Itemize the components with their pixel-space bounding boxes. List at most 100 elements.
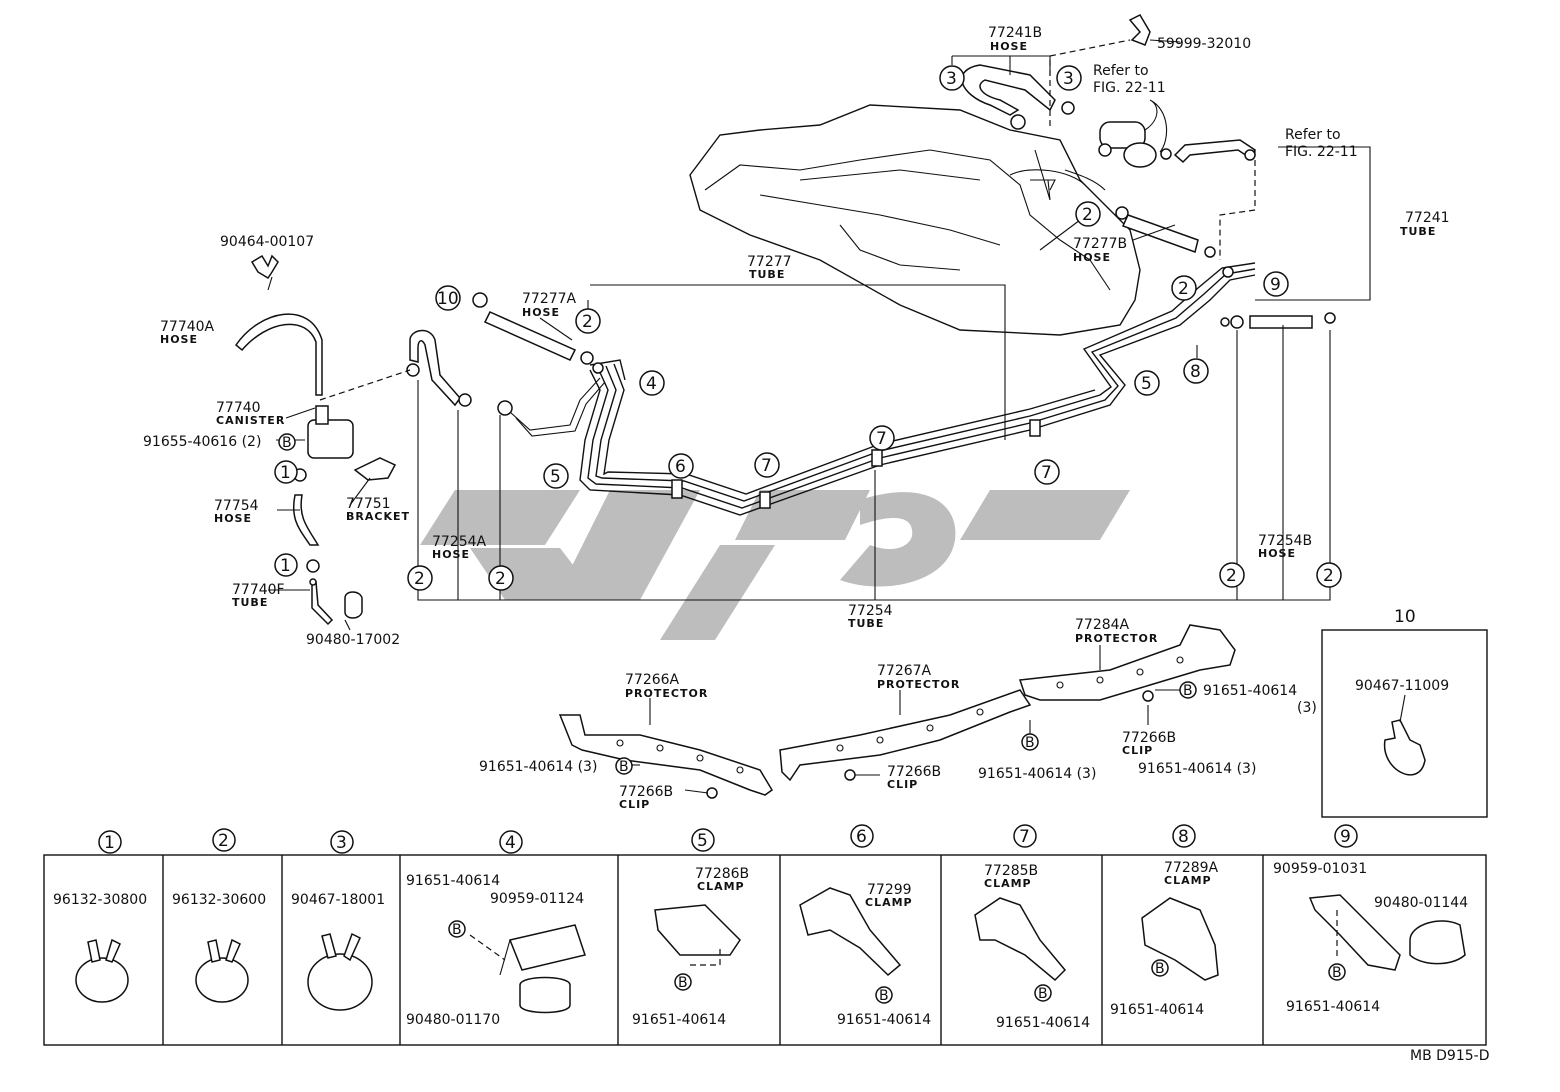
protector-77284a-type: PROTECTOR [1075, 632, 1158, 645]
table-part-drawings [75, 887, 1466, 1014]
cell7-bolt: 91651-40614 [996, 1015, 1090, 1031]
bolt-a-qty: (3) [1297, 700, 1317, 716]
protector-77267a-number: 77267A [877, 663, 932, 679]
tube-77254-number: 77254 [848, 603, 893, 619]
table-header-6: 6 [856, 827, 867, 847]
diagram-callouts: 3 3 2 2 9 8 5 10 2 4 5 6 7 7 7 1 1 2 2 2… [274, 65, 1417, 628]
protector-labels: 77284A PROTECTOR 77267A PROTECTOR 77266A… [479, 617, 1317, 811]
table-header-5: 5 [697, 831, 708, 851]
table-header-9: 9 [1340, 827, 1351, 847]
canister-number: 77740 [216, 400, 261, 416]
clip-90464-label: 90464-00107 [220, 234, 314, 250]
bolt-b-label: 91651-40614 (3) [479, 759, 597, 775]
callout-2-right-b: 2 [1323, 566, 1334, 586]
tube-77254-type: TUBE [848, 617, 884, 630]
callout-5-right: 5 [1141, 374, 1152, 394]
table-header-1: 1 [104, 833, 115, 853]
protector-77266a-number: 77266A [625, 672, 680, 688]
parts-table-frame [43, 854, 1487, 1046]
callout-10: 10 [437, 289, 459, 309]
hose-77754-number: 77754 [214, 498, 259, 514]
top-labels: 77241B HOSE 59999-32010 Refer to FIG. 22… [143, 25, 1450, 648]
callout-3-right: 3 [1063, 69, 1074, 89]
callout-8: 8 [1190, 362, 1201, 382]
callout-5-left: 5 [550, 467, 561, 487]
tube-77740f-type: TUBE [232, 596, 268, 609]
callout-9: 9 [1270, 275, 1281, 295]
b-callout-protector-a: B [619, 759, 629, 775]
clip-b-type: CLIP [619, 798, 650, 811]
hose-77241b-type: HOSE [990, 40, 1028, 53]
callout-2-pump: 2 [1178, 279, 1189, 299]
hose-77277a-type: HOSE [522, 306, 560, 319]
bundle-clamp-7a-part [759, 491, 771, 509]
callout-1-lower: 1 [280, 556, 291, 576]
hose-77254b-type: HOSE [1258, 547, 1296, 560]
cell4-bolt: 91651-40614 [406, 873, 500, 889]
callout-1-upper: 1 [280, 463, 291, 483]
fuel-tank [689, 104, 1141, 336]
cell4-grommet: 90480-01170 [406, 1012, 500, 1028]
hose-77754-type: HOSE [214, 512, 252, 525]
protectors [558, 624, 1236, 799]
canister-assembly [234, 254, 397, 626]
cell9-bracket: 90959-01031 [1273, 861, 1367, 877]
hose-77254a-number: 77254A [432, 534, 487, 550]
hose-77277b-number: 77277B [1073, 236, 1127, 252]
hose-77254b-number: 77254B [1258, 533, 1312, 549]
main-tube-bundle [579, 262, 1256, 516]
b-callout-protector-c: B [1183, 683, 1193, 699]
watermark-logo [420, 490, 1130, 640]
callout-3-left: 3 [946, 69, 957, 89]
tube-77241-number: 77241 [1405, 210, 1450, 226]
callout-4: 4 [646, 374, 657, 394]
bundle-clamp-6-part [671, 479, 683, 499]
b-callout-cell6: B [879, 988, 889, 1004]
callout-7-c: 7 [1041, 463, 1052, 483]
b-callout-protector-b: B [1025, 735, 1035, 751]
hose-77740a-number: 77740A [160, 319, 215, 335]
cell7-clamp-type: CLAMP [984, 877, 1032, 890]
cell6-clamp-type: CLAMP [865, 896, 913, 909]
b-callout-cell8: B [1155, 961, 1165, 977]
cell8-clamp-type: CLAMP [1164, 874, 1212, 887]
protector-77284a-number: 77284A [1075, 617, 1130, 633]
cell3-part: 90467-18001 [291, 892, 385, 908]
tube-77277-type: TUBE [749, 268, 785, 281]
clip-c-number: 77266B [887, 764, 941, 780]
callout-7-a: 7 [761, 456, 772, 476]
callout-6: 6 [675, 457, 686, 477]
protector-77266a-type: PROTECTOR [625, 687, 708, 700]
table-cell-labels: 96132-30800 96132-30600 90467-18001 9165… [53, 860, 1468, 1031]
canister-type: CANISTER [216, 414, 285, 427]
hose-77277a-number: 77277A [522, 291, 577, 307]
ref10-number: 10 [1394, 607, 1416, 627]
hose-77241b-number: 77241B [988, 25, 1042, 41]
cell5-clamp-number: 77286B [695, 866, 749, 882]
bolt-d-label: 91651-40614 (3) [1138, 761, 1256, 777]
top-components [961, 14, 1336, 329]
callout-2-tank: 2 [1082, 205, 1093, 225]
cell2-part: 96132-30600 [172, 892, 266, 908]
callout-2-left-b: 2 [495, 569, 506, 589]
cell6-bolt: 91651-40614 [837, 1012, 931, 1028]
bolt-c-label: 91651-40614 (3) [978, 766, 1096, 782]
clip-59999-label: 59999-32010 [1157, 36, 1251, 52]
table-header-3: 3 [336, 833, 347, 853]
tube-77277-number: 77277 [747, 254, 792, 270]
cell8-clamp-number: 77289A [1164, 860, 1219, 876]
b-callout-cell4: B [452, 922, 462, 938]
cell5-clamp-type: CLAMP [697, 880, 745, 893]
table-header-8: 8 [1178, 827, 1189, 847]
callout-7-b: 7 [876, 429, 887, 449]
clip-a-number: 77266B [1122, 730, 1176, 746]
bundle-clamp-7b-part [871, 449, 883, 467]
hose-77254a-type: HOSE [432, 548, 470, 561]
clip-b-number: 77266B [619, 784, 673, 800]
table-header-4: 4 [505, 833, 516, 853]
tube-77740f-number: 77740F [232, 582, 285, 598]
cell5-bolt: 91651-40614 [632, 1012, 726, 1028]
protector-77267a-type: PROTECTOR [877, 678, 960, 691]
table-header-2: 2 [218, 831, 229, 851]
